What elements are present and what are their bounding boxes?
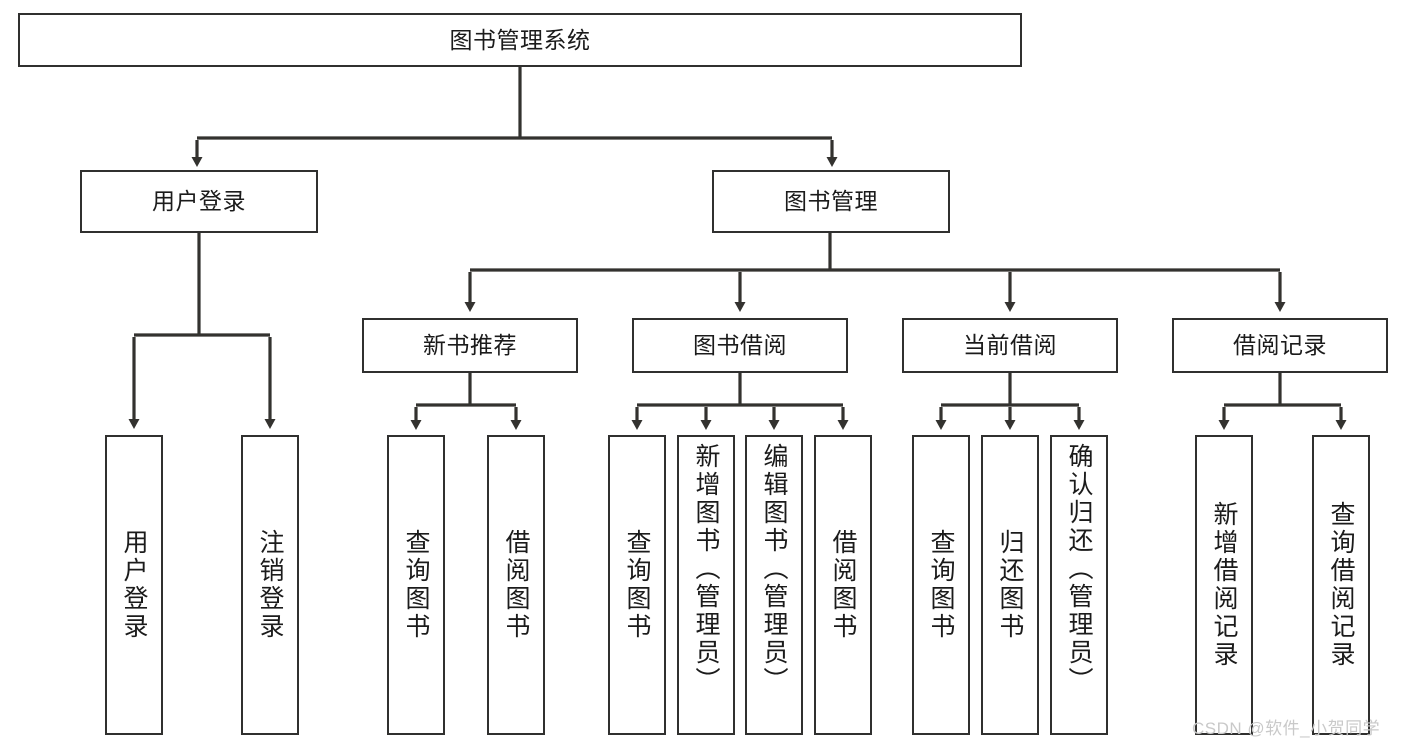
leaf-query-borrow-record[interactable]: 查询借阅记录 (1312, 435, 1370, 735)
node-label: 图书管理 (784, 188, 878, 215)
node-label: 新书推荐 (423, 332, 517, 359)
node-label: 借阅图书 (829, 529, 857, 641)
node-label: 用户登录 (120, 529, 148, 641)
node-label: 归还图书 (996, 529, 1024, 641)
leaf-query-book-recommend[interactable]: 查询图书 (387, 435, 445, 735)
leaf-return-book[interactable]: 归还图书 (981, 435, 1039, 735)
leaf-user-login[interactable]: 用户登录 (105, 435, 163, 735)
node-book-borrow[interactable]: 图书借阅 (632, 318, 848, 373)
leaf-add-borrow-record[interactable]: 新增借阅记录 (1195, 435, 1253, 735)
node-borrow-record[interactable]: 借阅记录 (1172, 318, 1388, 373)
watermark-text: CSDN @软件_小贺同学 (1192, 719, 1381, 738)
node-current-borrow[interactable]: 当前借阅 (902, 318, 1118, 373)
node-label: 编辑图书（管理员） (760, 443, 788, 695)
leaf-edit-book[interactable]: 编辑图书（管理员） (745, 435, 803, 735)
leaf-borrow-book-recommend[interactable]: 借阅图书 (487, 435, 545, 735)
node-label: 新增图书（管理员） (692, 443, 720, 695)
node-label: 借阅图书 (502, 529, 530, 641)
node-label: 新增借阅记录 (1210, 501, 1238, 669)
leaf-confirm-return[interactable]: 确认归还（管理员） (1050, 435, 1108, 735)
node-label: 查询图书 (623, 529, 651, 641)
node-label: 图书借阅 (693, 332, 787, 359)
node-label: 借阅记录 (1233, 332, 1327, 359)
leaf-logout[interactable]: 注销登录 (241, 435, 299, 735)
node-user-login[interactable]: 用户登录 (80, 170, 318, 233)
node-label: 当前借阅 (963, 332, 1057, 359)
leaf-query-book-current[interactable]: 查询图书 (912, 435, 970, 735)
node-new-book-recommend[interactable]: 新书推荐 (362, 318, 578, 373)
leaf-query-book-borrow[interactable]: 查询图书 (608, 435, 666, 735)
node-root-book-management-system[interactable]: 图书管理系统 (18, 13, 1022, 67)
node-label: 查询图书 (927, 529, 955, 641)
leaf-add-book[interactable]: 新增图书（管理员） (677, 435, 735, 735)
node-label: 查询图书 (402, 529, 430, 641)
node-label: 确认归还（管理员） (1065, 443, 1093, 695)
node-book-management[interactable]: 图书管理 (712, 170, 950, 233)
node-label: 注销登录 (256, 529, 284, 641)
node-label: 查询借阅记录 (1327, 501, 1355, 669)
node-label: 图书管理系统 (449, 26, 591, 53)
node-label: 用户登录 (152, 188, 246, 215)
leaf-borrow-book[interactable]: 借阅图书 (814, 435, 872, 735)
